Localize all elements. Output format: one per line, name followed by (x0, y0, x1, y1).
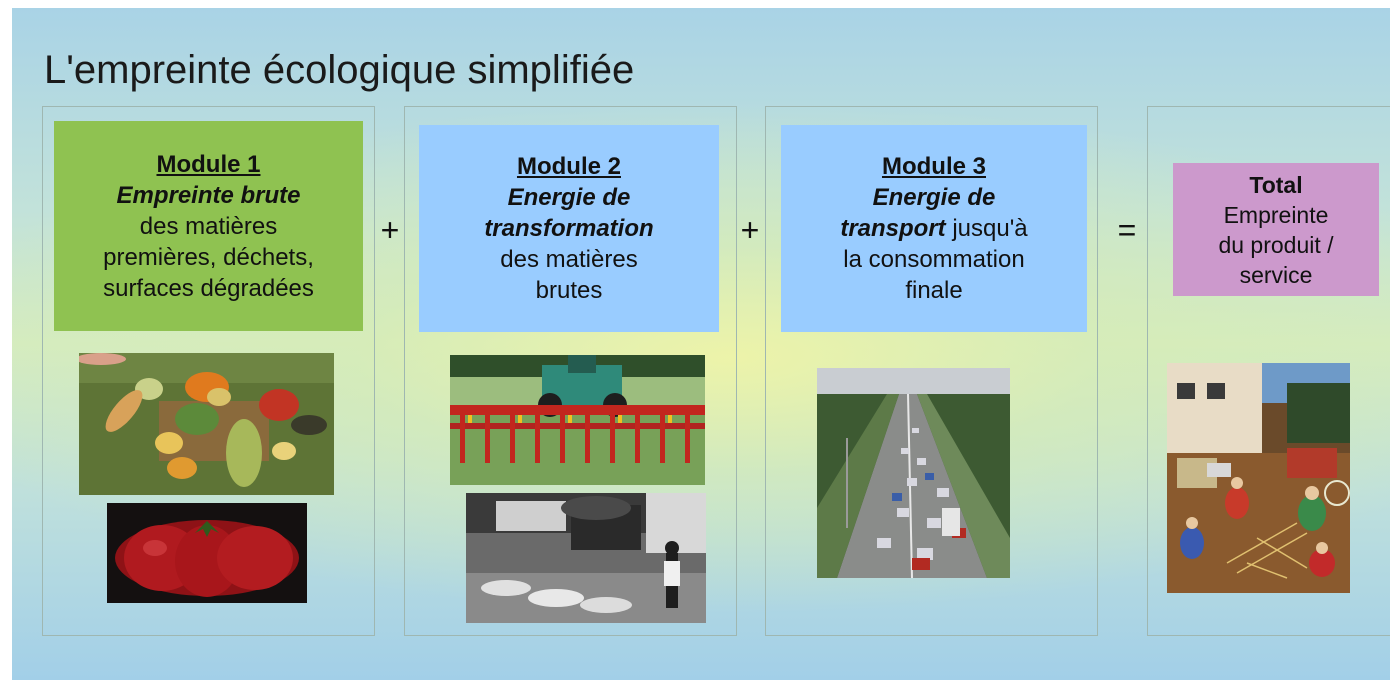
plus-operator: + (380, 212, 400, 248)
total-heading: Total (1249, 171, 1303, 198)
slide: L'empreinte écologique simplifiée Module… (12, 8, 1390, 680)
module-3-line: jusqu'à (945, 215, 1028, 242)
tractor-photo (450, 355, 705, 485)
total-box: Total Empreinte du produit / service (1173, 163, 1379, 296)
tomato-photo (107, 503, 307, 603)
household-goods-photo (1167, 363, 1350, 593)
module-3-panel (765, 106, 1098, 636)
total-line: Empreinte (1223, 201, 1329, 228)
slide-title: L'empreinte écologique simplifiée (44, 48, 635, 92)
factory-photo (466, 493, 706, 623)
total-line: service (1239, 261, 1313, 288)
module-3-box: Module 3 Energie de transport jusqu'à la… (781, 125, 1087, 332)
module-1-line: des matières (139, 212, 278, 240)
module-1-box: Module 1 Empreinte brute des matières pr… (54, 121, 363, 331)
module-3-emphasis: Energie de (872, 184, 996, 211)
module-3-emphasis: transport (840, 215, 946, 242)
module-2-line: brutes (535, 277, 603, 304)
vegetables-photo (79, 353, 334, 495)
module-2-line: des matières (500, 246, 638, 273)
module-2-box: Module 2 Energie de transformation des m… (419, 125, 719, 332)
module-1-emphasis: Empreinte brute (116, 181, 301, 209)
module-2-panel (404, 106, 737, 636)
module-1-line: premières, déchets, (103, 243, 314, 271)
total-line: du produit / (1218, 231, 1334, 258)
module-3-heading: Module 3 (881, 153, 986, 180)
module-2-emphasis: transformation (484, 215, 654, 242)
equals-operator: = (1117, 212, 1137, 248)
plus-operator: + (740, 212, 760, 248)
module-3-line: finale (905, 277, 963, 304)
module-1-panel (42, 106, 375, 636)
highway-photo (817, 368, 1010, 578)
module-2-heading: Module 2 (516, 153, 621, 180)
module-3-line: la consommation (843, 246, 1025, 273)
module-1-heading: Module 1 (156, 150, 261, 178)
module-2-emphasis: Energie de (507, 184, 631, 211)
module-1-line: surfaces dégradées (103, 274, 314, 302)
total-panel (1147, 106, 1390, 636)
